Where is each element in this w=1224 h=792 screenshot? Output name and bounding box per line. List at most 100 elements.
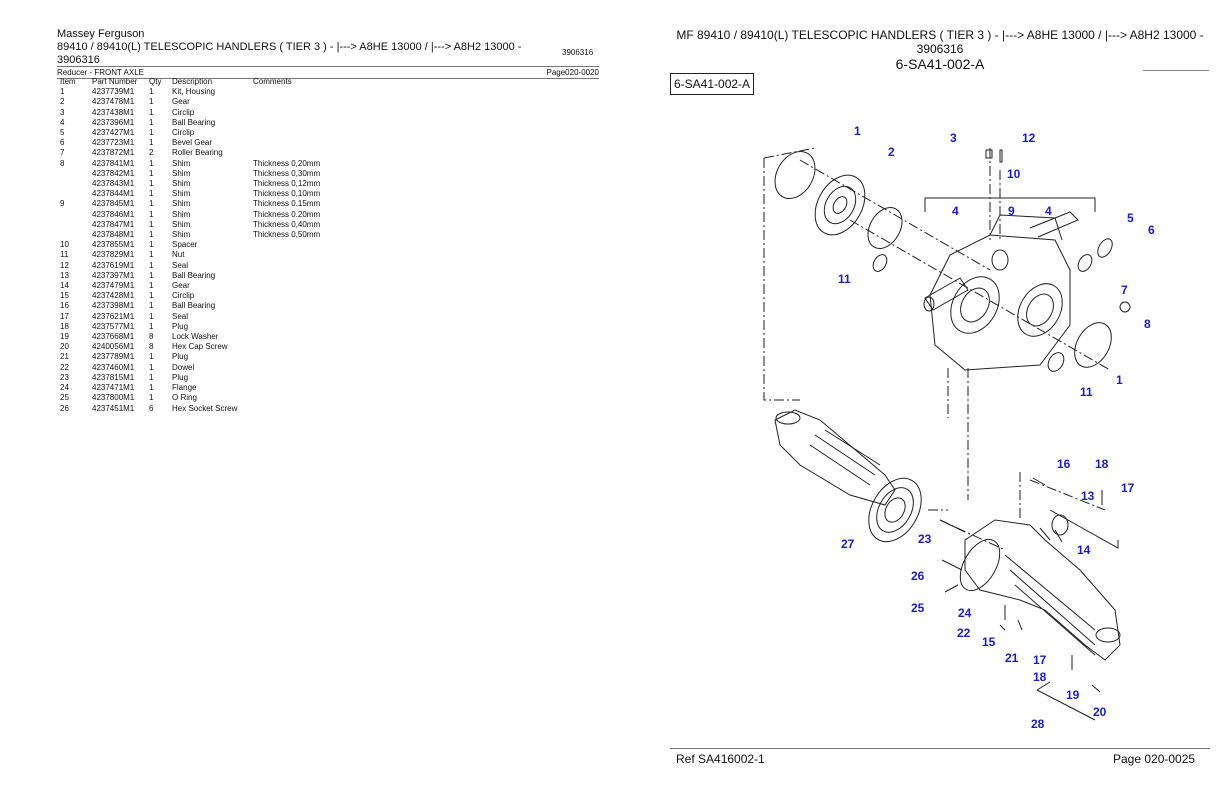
cell-item: 21 [60, 352, 69, 362]
callout-14: 14 [1077, 543, 1091, 557]
cell-item [57, 169, 92, 179]
circlip-5 [1077, 254, 1093, 272]
callout-23: 23 [918, 532, 932, 546]
cell-comments [253, 148, 320, 158]
col-header-qty: Qty [149, 77, 162, 86]
cell-item: 13 [60, 270, 69, 280]
doc-number: 3906316 [562, 48, 594, 57]
cell-comments [253, 261, 320, 271]
cell-comments: Thickness 0,50mm [253, 230, 321, 240]
callout-4a: 4 [952, 204, 959, 218]
cell-part-number: 4237846M1 [92, 209, 135, 219]
callout-26: 26 [911, 569, 925, 583]
cell-comments [253, 363, 320, 373]
cell-description: Plug [172, 321, 189, 331]
callout-13: 13 [1081, 489, 1095, 503]
oring-11-lower [1047, 352, 1065, 372]
cell-comments [253, 87, 320, 97]
cover-2 [814, 174, 866, 236]
cell-description: Nut [172, 250, 185, 260]
cell-comments [253, 250, 320, 260]
cell-part-number: 4237398M1 [92, 301, 135, 311]
cell-item: 2 [60, 97, 65, 107]
cell-qty: 8 [149, 342, 154, 352]
callout-27: 27 [841, 537, 855, 551]
cell-part-number: 4237872M1 [92, 148, 135, 158]
cell-part-number: 4237621M1 [92, 311, 135, 321]
cell-description: Dowel [172, 362, 195, 372]
assembly-lines [763, 147, 1111, 551]
parts-table: Item Part Number Qty Description Comment… [57, 77, 320, 414]
cell-description: Gear [172, 97, 190, 107]
screw-20 [1091, 684, 1101, 693]
cell-qty: 8 [149, 332, 154, 342]
callout-17b: 17 [1033, 653, 1047, 667]
oring-1-top [774, 151, 816, 199]
cell-item: 10 [60, 240, 69, 250]
cell-comments [253, 373, 320, 383]
figure-label-box: 6-SA41-002-A [670, 73, 755, 95]
cell-comments [253, 332, 320, 342]
cell-description: Circlip [172, 107, 195, 117]
cell-item: 20 [60, 342, 69, 352]
cell-qty: 1 [149, 281, 154, 291]
cell-qty: 1 [149, 138, 154, 148]
model-line: 89410 / 89410(L) TELESCOPIC HANDLERS ( T… [57, 41, 522, 66]
cell-part-number: 4237843M1 [92, 179, 135, 189]
cell-qty: 1 [149, 321, 154, 331]
cell-qty: 1 [149, 393, 154, 403]
cell-comments [253, 291, 320, 301]
plug-21 [1017, 619, 1023, 631]
parts-list-panel: Massey Ferguson 89410 / 89410(L) TELESCO… [57, 28, 599, 413]
callout-6: 6 [1148, 223, 1155, 237]
cell-comments: Thickness 0,30mm [253, 168, 321, 178]
cell-part-number: 4240056M1 [92, 342, 135, 352]
cell-item: 26 [60, 403, 69, 413]
cell-qty: 1 [149, 158, 154, 168]
cell-item: 16 [60, 301, 69, 311]
cell-comments [253, 271, 320, 281]
cell-comments [253, 342, 320, 352]
callout-28: 28 [1031, 717, 1045, 731]
cell-part-number: 4237723M1 [92, 138, 135, 148]
cell-description: Shim [172, 179, 191, 189]
callout-1: 1 [854, 124, 861, 138]
callout-11b: 11 [1080, 385, 1093, 399]
cell-part-number: 4237800M1 [92, 393, 135, 403]
lower-reducer [959, 514, 1121, 661]
cell-description: Shim [172, 158, 191, 168]
cell-description: Lock Washer [172, 332, 219, 342]
cell-comments [253, 301, 320, 311]
footer-rule [670, 748, 1210, 749]
section-title: Reducer - FRONT AXLE [57, 68, 144, 77]
col-header-comments: Comments [253, 77, 292, 86]
footer-page: Page 020-0025 [1113, 752, 1196, 766]
cell-comments [253, 281, 320, 291]
cell-description: Roller Bearing [172, 148, 223, 158]
cell-part-number: 4237397M1 [92, 270, 135, 280]
cell-item: 15 [60, 291, 69, 301]
callout-4b: 4 [1045, 204, 1052, 218]
cell-description: Gear [172, 281, 190, 291]
callout-11a: 11 [838, 272, 851, 286]
cell-qty: 1 [149, 117, 154, 127]
cell-comments [253, 312, 320, 322]
gear-14 [1051, 514, 1069, 536]
cell-qty: 1 [149, 219, 154, 229]
cell-part-number: 4237471M1 [92, 383, 135, 393]
reducer-housing [929, 211, 1079, 371]
cell-item [57, 210, 92, 220]
cell-comments [253, 97, 320, 107]
